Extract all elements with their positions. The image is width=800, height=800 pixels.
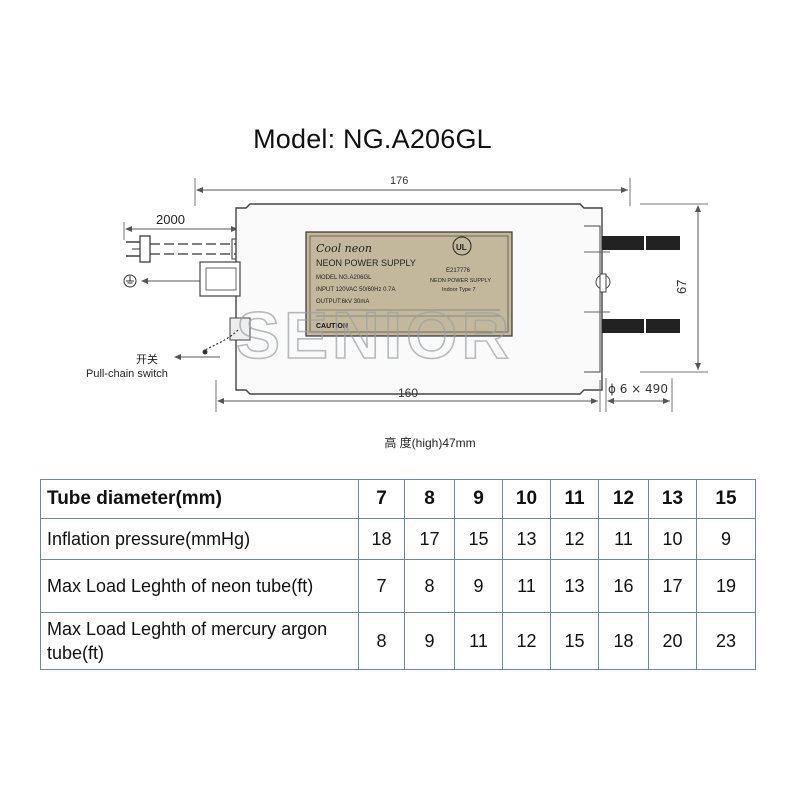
table-cell: 7: [358, 559, 405, 613]
table-cell: 15: [454, 518, 503, 560]
table-cell: 17: [404, 518, 455, 560]
table-cell: 10: [648, 518, 697, 560]
nameplate-model: MODEL NG.A206GL: [316, 275, 372, 281]
dimension-height: 67: [640, 203, 708, 373]
body-length-label: 160: [398, 386, 418, 400]
dimension-cable-length: 2000: [123, 212, 238, 240]
spec-table: Tube diameter(mm) 7 8 9 10 11 12 13 15 I…: [40, 479, 756, 670]
height-note: 高 度(high)47mm: [384, 436, 476, 450]
table-cell: 8: [358, 612, 405, 670]
technical-drawing: 176 2000 Cool neo: [86, 175, 708, 412]
nameplate-brand: Cool neon: [316, 242, 372, 255]
page-title: Model: NG.A206GL: [253, 124, 492, 154]
row-label: Max Load Leghth of neon tube(ft): [40, 559, 359, 613]
table-cell: 9: [454, 559, 503, 613]
table-cell: 13: [502, 518, 551, 560]
header-cell: 13: [648, 479, 697, 519]
table-cell: 20: [648, 612, 697, 670]
nameplate-input: INPUT 120VAC 50/60Hz 0.7A: [316, 287, 396, 293]
table-cell: 19: [696, 559, 756, 613]
table-cell: 17: [648, 559, 697, 613]
ground-icon: [123, 274, 205, 288]
table-cell: 13: [550, 559, 599, 613]
ul-listed-icon: [452, 236, 472, 256]
overall-length-label: 176: [390, 175, 408, 187]
nameplate: Cool neon NEON POWER SUPPLY MODEL NG.A20…: [305, 231, 513, 337]
output-lead-label: ϕ 6 × 490: [608, 382, 668, 396]
dimension-body-length: 160: [215, 380, 601, 412]
table-cell: 12: [550, 518, 599, 560]
dimension-output-lead: ϕ 6 × 490: [605, 378, 673, 412]
table-row: Max Load Leghth of neon tube(ft) 7 8 9 1…: [40, 559, 756, 613]
table-cell: 11: [598, 518, 649, 560]
nameplate-caution: CAUTION: [316, 323, 348, 330]
table-cell: 11: [502, 559, 551, 613]
power-plug: [126, 235, 245, 263]
table-cell: 8: [404, 559, 455, 613]
header-cell: 15: [696, 479, 756, 519]
header-cell: 9: [454, 479, 503, 519]
table-cell: 11: [454, 612, 503, 670]
nameplate-cert-sub2: Indoor Type 7: [442, 287, 476, 293]
table-header-row: Tube diameter(mm) 7 8 9 10 11 12 13 15: [40, 479, 756, 519]
header-cell: 12: [598, 479, 649, 519]
height-label: 67: [674, 280, 689, 294]
table-cell: 9: [404, 612, 455, 670]
table-cell: 18: [598, 612, 649, 670]
table-cell: 18: [358, 518, 405, 560]
table-cell: 9: [696, 518, 756, 560]
cable-length-label: 2000: [156, 212, 185, 227]
dimension-overall-length: 176: [194, 175, 631, 206]
nameplate-cert: E217776: [446, 268, 471, 274]
header-cell: 7: [358, 479, 405, 519]
pull-chain-switch: 开关 Pull-chain switch: [86, 317, 251, 380]
output-leads: [602, 236, 680, 333]
table-row: Max Load Leghth of mercury argon tube(ft…: [40, 612, 756, 670]
header-cell: 8: [404, 479, 455, 519]
switch-label-en: Pull-chain switch: [86, 368, 168, 380]
switch-label-cn: 开关: [136, 352, 158, 366]
header-label: Tube diameter(mm): [40, 479, 359, 519]
row-label: Max Load Leghth of mercury argon tube(ft…: [40, 612, 359, 670]
table-cell: 23: [696, 612, 756, 670]
nameplate-product: NEON POWER SUPPLY: [316, 258, 416, 268]
nameplate-output: OUTPUT:6kV 30mA: [316, 299, 369, 305]
table-cell: 12: [502, 612, 551, 670]
table-cell: 15: [550, 612, 599, 670]
row-label: Inflation pressure(mmHg): [40, 518, 359, 560]
svg-text:UL: UL: [456, 243, 467, 252]
table-cell: 16: [598, 559, 649, 613]
table-row: Inflation pressure(mmHg) 18 17 15 13 12 …: [40, 518, 756, 560]
header-cell: 11: [550, 479, 599, 519]
header-cell: 10: [502, 479, 551, 519]
nameplate-cert-sub: NEON POWER SUPPLY: [430, 278, 491, 284]
watermark: SENIOR: [236, 298, 513, 372]
